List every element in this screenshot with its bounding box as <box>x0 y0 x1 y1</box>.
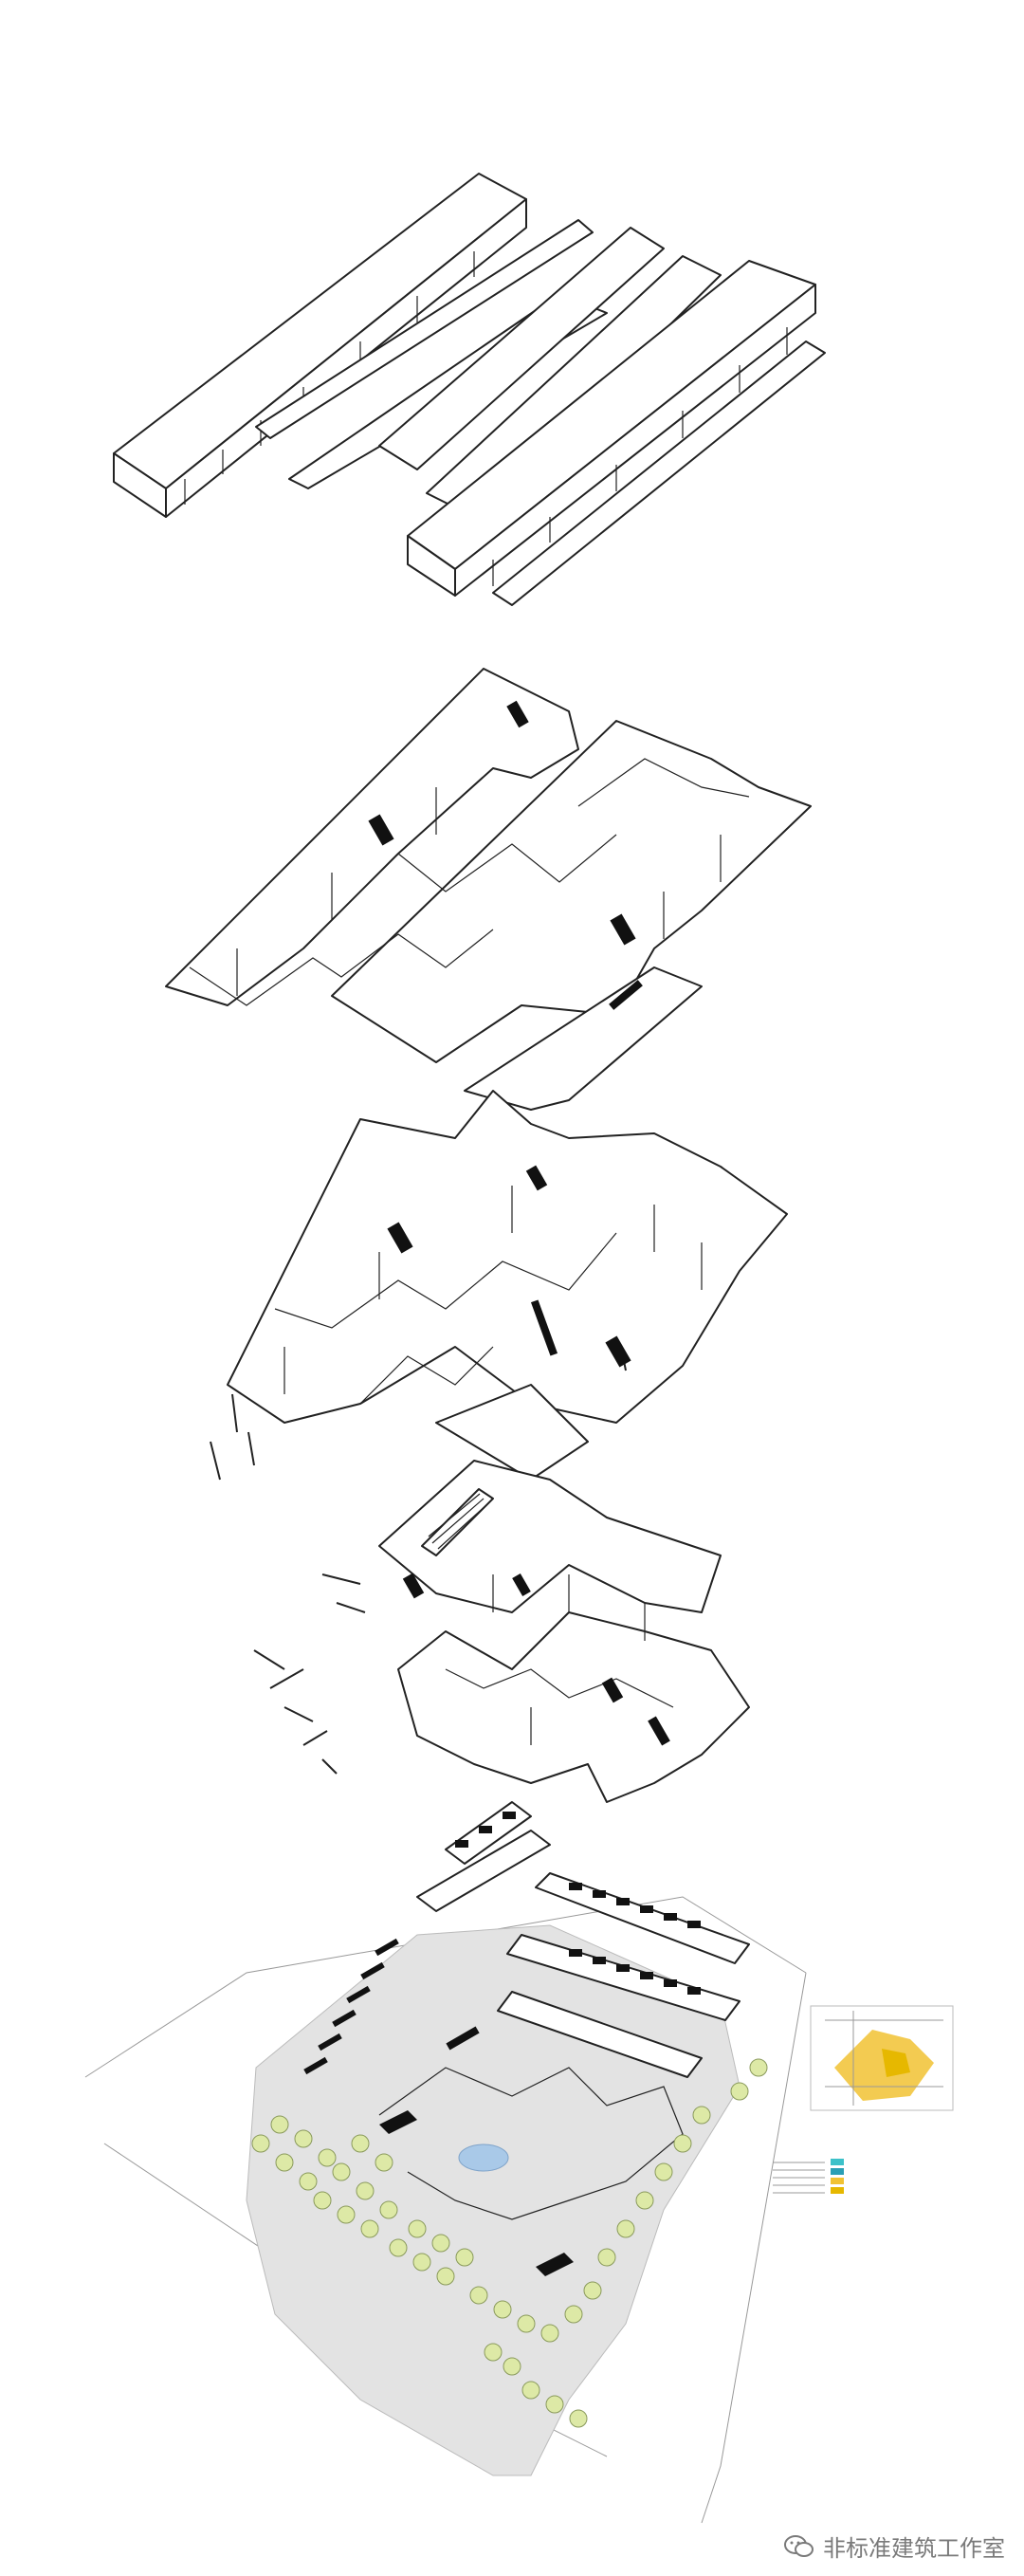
legend-swatch-2 <box>831 2168 844 2175</box>
parking-rows <box>303 1801 750 2078</box>
roof-layer <box>113 173 826 606</box>
key-plan-inset <box>810 2005 954 2111</box>
site-base <box>246 1924 741 2476</box>
wechat-icon <box>784 2534 814 2557</box>
trees <box>251 2058 768 2428</box>
lower-floor-layer <box>253 1460 750 1803</box>
watermark-text: 非标准建筑工作室 <box>823 2535 1005 2562</box>
middle-floor-layer <box>210 1090 788 1481</box>
key-plan-highlight <box>834 2030 934 2101</box>
ground-site-plan <box>84 1801 807 2524</box>
watermark: 非标准建筑工作室 <box>783 2530 1005 2563</box>
water-feature <box>458 2144 509 2172</box>
upper-floor-layer <box>165 668 812 1111</box>
legend-swatch-3 <box>831 2178 844 2184</box>
legend <box>773 2159 844 2194</box>
legend-swatch-4 <box>831 2187 844 2194</box>
legend-swatch-1 <box>831 2159 844 2165</box>
